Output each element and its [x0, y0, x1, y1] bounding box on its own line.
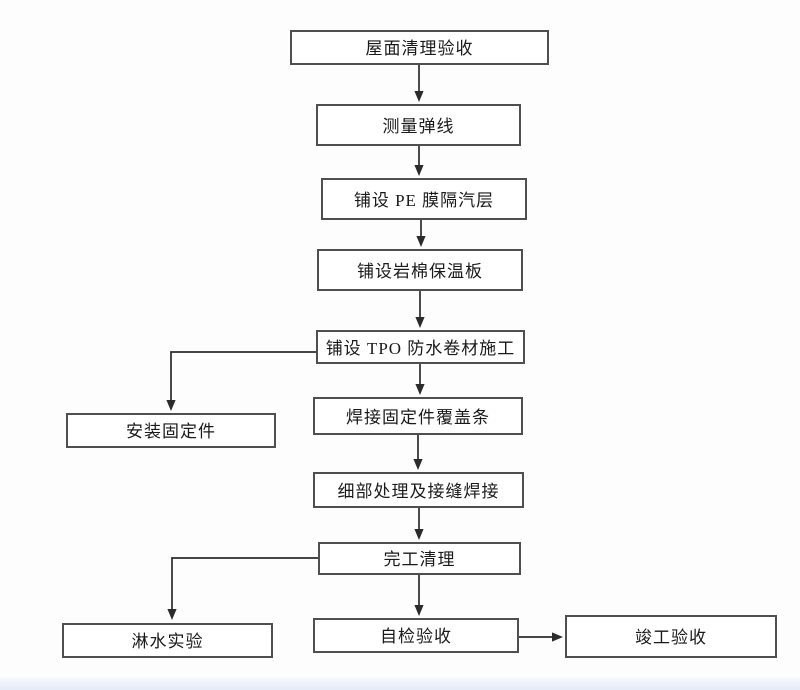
flow-node-label: 细部处理及接缝焊接: [337, 481, 500, 501]
flow-node-label: 安装固定件: [126, 422, 216, 441]
flow-node-label: 测量弹线: [382, 116, 455, 136]
flow-node-label: 焊接固定件覆盖条: [346, 407, 490, 427]
flow-arrowhead-icon: [414, 91, 424, 102]
flow-arrowhead-icon: [414, 529, 424, 540]
flow-node-install-fixings: 安装固定件: [66, 413, 276, 448]
flow-node-label: 铺设 TPO 防水卷材施工: [325, 338, 516, 358]
flow-arrowhead-icon: [416, 236, 426, 247]
flow-node-label: 竣工验收: [635, 628, 707, 647]
flow-node-label: 完工清理: [383, 550, 456, 569]
flow-node-water-spray-test: 淋水实验: [62, 623, 273, 658]
flow-node-label: 自检验收: [380, 627, 452, 646]
flow-arrowhead-icon: [413, 459, 423, 470]
flow-arrow-line-tpo-waterproof-membrane--install-fixings: [170, 351, 316, 400]
flow-node-measure-snap-line: 测量弹线: [316, 104, 521, 146]
flow-node-pe-film-vapor-barrier: 铺设 PE 膜隔汽层: [321, 178, 527, 220]
flow-node-label: 铺设岩棉保温板: [357, 261, 483, 281]
flow-node-weld-fixing-cover-strip: 焊接固定件覆盖条: [313, 397, 523, 435]
flow-arrowhead-icon: [166, 400, 176, 411]
flow-node-roof-cleaning-acceptance: 屋面清理验收: [290, 30, 549, 65]
flow-arrowhead-icon: [167, 609, 177, 620]
flow-arrow-line-completion-cleanup--water-spray-test: [171, 557, 318, 609]
flow-arrowhead-icon: [552, 632, 563, 642]
flow-node-detail-seam-welding: 细部处理及接缝焊接: [313, 472, 524, 508]
flow-node-label: 铺设 PE 膜隔汽层: [353, 190, 495, 210]
flow-node-completion-acceptance: 竣工验收: [565, 615, 777, 658]
flow-node-self-inspection-acceptance: 自检验收: [313, 618, 519, 653]
flow-node-label: 屋面清理验收: [365, 39, 474, 58]
flow-arrowhead-icon: [415, 384, 425, 395]
flow-node-label: 淋水实验: [131, 632, 204, 651]
footer-scan-band: [0, 678, 800, 690]
flow-node-rock-wool-insulation-board: 铺设岩棉保温板: [317, 249, 523, 291]
flow-arrowhead-icon: [414, 605, 424, 616]
flow-node-tpo-waterproof-membrane: 铺设 TPO 防水卷材施工: [316, 330, 525, 364]
flow-node-completion-cleanup: 完工清理: [318, 542, 521, 575]
flow-arrowhead-icon: [414, 165, 424, 176]
flow-arrowhead-icon: [415, 317, 425, 328]
